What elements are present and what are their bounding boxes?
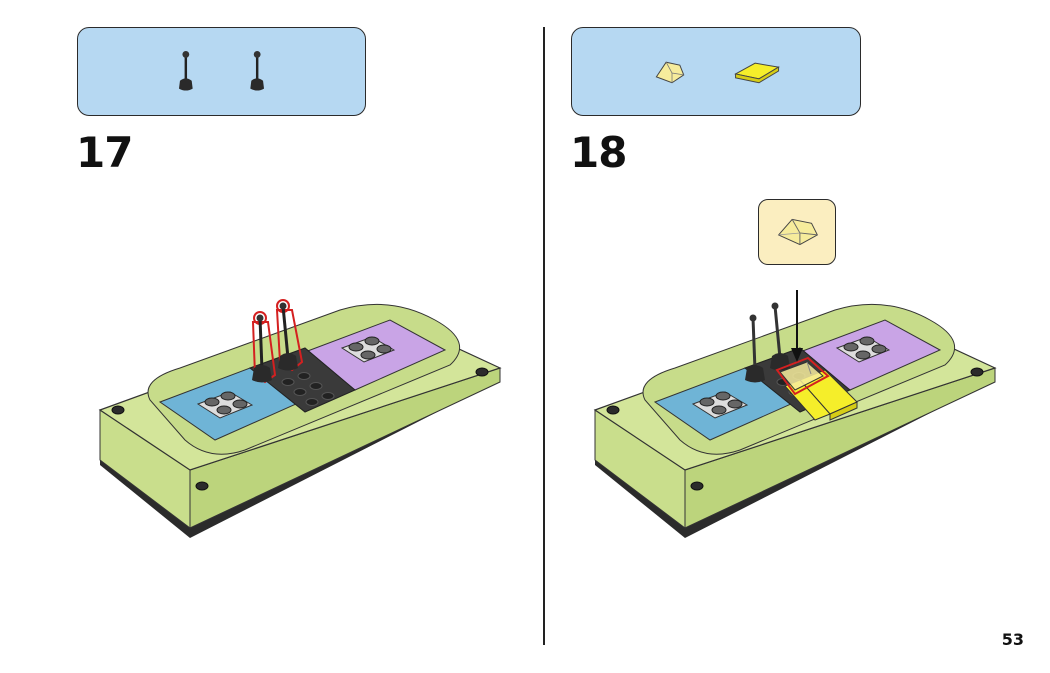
parts-list-step-17 (178, 50, 265, 91)
parts-box-step-17 (77, 27, 366, 116)
joystick-placed-left (745, 314, 765, 383)
build-scene-step-17 (98, 299, 502, 538)
transparent-yellow-slope-placed (775, 356, 830, 396)
joystick-highlighted-left (251, 311, 277, 384)
yellow-tile-part-icon (734, 62, 780, 84)
transparent-yellow-slope-callout-icon (777, 218, 819, 246)
callout-step-18 (758, 199, 836, 265)
parts-list-step-18 (655, 61, 780, 84)
step-number-18: 18 (570, 128, 627, 177)
joystick-part-icon (178, 50, 193, 91)
transparent-yellow-slope-part-icon (655, 61, 685, 84)
baseplate-assembly (98, 303, 502, 538)
page-number: 53 (1001, 630, 1024, 649)
joystick-highlighted-right (275, 299, 304, 372)
joystick-part-icon (250, 50, 265, 91)
build-scene-step-18 (593, 290, 997, 538)
baseplate-assembly (593, 303, 997, 538)
placement-arrow (791, 290, 803, 362)
page-divider (543, 27, 545, 645)
step-number-17: 17 (76, 128, 133, 177)
parts-box-step-18 (571, 27, 861, 116)
